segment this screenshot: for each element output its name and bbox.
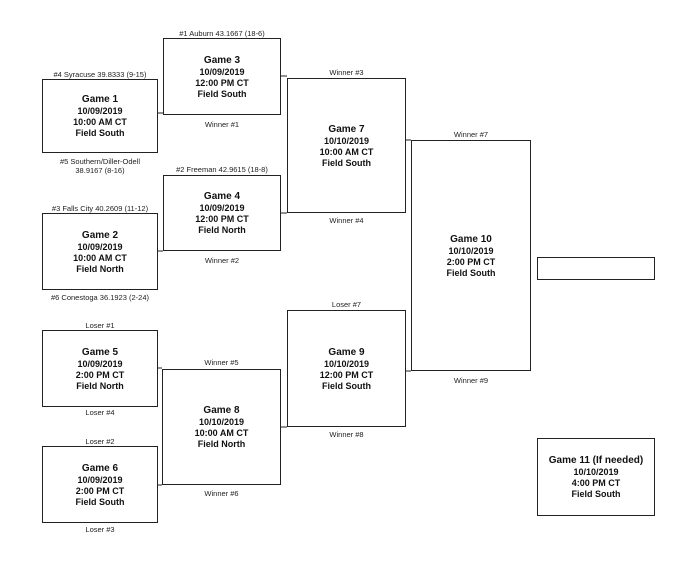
game-5-field: Field North [76, 380, 124, 391]
game-8-time: 10:00 AM CT [194, 428, 249, 438]
game-6-top-label: Loser #2 [85, 437, 115, 446]
game-4-time: 12:00 PM CT [195, 214, 249, 224]
game-9-time: 12:00 PM CT [319, 369, 374, 380]
game-2-bottom-team-label: #6 Conestoga 36.1923 (2-24) [51, 293, 149, 302]
game-9-date: 10/10/2019 [323, 358, 370, 369]
game-6-time: 2:00 PM CT [75, 485, 125, 496]
game-10-top-label: Winner #7 [453, 130, 489, 139]
game-6-bottom-label: Loser #3 [85, 525, 115, 534]
game-6-box: Game 6 10/09/2019 2:00 PM CT Field South [42, 446, 158, 523]
game-11-box: Game 11 (If needed) 10/10/2019 4:00 PM C… [537, 438, 655, 516]
game-11-field: Field South [571, 489, 621, 499]
game-3-top-team-label: #1 Auburn 43.1667 (18-6) [179, 29, 265, 38]
game-2-field: Field North [76, 263, 124, 274]
game-1-date: 10/09/2019 [77, 106, 123, 116]
game-1-field: Field South [75, 128, 125, 138]
game-7-date: 10/10/2019 [323, 135, 370, 146]
game-5-title: Game 5 [81, 346, 119, 358]
game-2-time: 10:00 AM CT [73, 252, 127, 263]
game-8-field: Field North [197, 439, 246, 449]
game-11-date: 10/10/2019 [573, 467, 619, 477]
game-1-title: Game 1 [81, 94, 119, 105]
game-10-field: Field South [446, 267, 496, 278]
game-11-title: Game 11 (If needed) [548, 455, 644, 466]
game-10-date: 10/10/2019 [448, 245, 494, 256]
game-3-time: 12:00 PM CT [195, 77, 249, 88]
game-4-title: Game 4 [203, 191, 241, 202]
game-5-date: 10/09/2019 [77, 358, 123, 369]
game-1-time: 10:00 AM CT [73, 117, 127, 127]
game-5-box: Game 5 10/09/2019 2:00 PM CT Field North [42, 330, 158, 407]
game-6-title: Game 6 [81, 462, 119, 474]
game-4-box: Game 4 10/09/2019 12:00 PM CT Field Nort… [163, 175, 281, 251]
game-7-box: Game 7 10/10/2019 10:00 AM CT Field Sout… [287, 78, 406, 213]
game-5-time: 2:00 PM CT [75, 369, 125, 380]
game-8-title: Game 8 [203, 405, 240, 416]
game-9-title: Game 9 [328, 346, 365, 358]
game-7-bottom-label: Winner #4 [329, 216, 364, 225]
game-3-title: Game 3 [203, 54, 241, 66]
game-8-top-label: Winner #5 [204, 358, 239, 367]
game-4-date: 10/09/2019 [199, 203, 245, 213]
game-3-box: Game 3 10/09/2019 12:00 PM CT Field Sout… [163, 38, 281, 115]
game-4-field: Field North [198, 225, 246, 235]
game-10-bottom-label: Winner #9 [453, 376, 489, 385]
game-9-box: Game 9 10/10/2019 12:00 PM CT Field Sout… [287, 310, 406, 427]
game-7-field: Field South [322, 157, 371, 168]
game-9-bottom-label: Winner #8 [329, 430, 364, 439]
game-3-bottom-label: Winner #1 [204, 120, 240, 129]
game-2-top-team-label: #3 Falls City 40.2609 (11-12) [51, 204, 149, 213]
game-10-title: Game 10 [450, 233, 492, 245]
game-10-box: Game 10 10/10/2019 2:00 PM CT Field Sout… [411, 140, 531, 371]
game-1-bottom-team-label-line2: 38.9167 (8-16) [75, 166, 125, 175]
game-2-box: Game 2 10/09/2019 10:00 AM CT Field Nort… [42, 213, 158, 290]
game-10-time: 2:00 PM CT [446, 256, 496, 267]
game-9-field: Field South [322, 380, 371, 391]
game-3-date: 10/09/2019 [199, 66, 245, 77]
game-5-bottom-label: Loser #4 [85, 408, 115, 417]
champion-slot [537, 257, 655, 280]
game-5-top-label: Loser #1 [85, 321, 115, 330]
game-6-field: Field South [75, 496, 125, 507]
game-11-time: 4:00 PM CT [571, 478, 621, 488]
game-6-date: 10/09/2019 [77, 474, 123, 485]
game-1-box: Game 1 10/09/2019 10:00 AM CT Field Sout… [42, 79, 158, 153]
game-4-bottom-label: Winner #2 [204, 256, 240, 265]
game-2-title: Game 2 [81, 229, 119, 241]
game-7-title: Game 7 [328, 123, 365, 135]
game-2-date: 10/09/2019 [77, 241, 123, 252]
game-1-top-team-label: #4 Syracuse 39.8333 (9-15) [53, 70, 147, 79]
game-3-field: Field South [197, 88, 247, 99]
game-8-bottom-label: Winner #6 [204, 489, 239, 498]
game-8-box: Game 8 10/10/2019 10:00 AM CT Field Nort… [162, 369, 281, 485]
game-9-top-label: Loser #7 [331, 300, 362, 309]
game-7-time: 10:00 AM CT [319, 146, 374, 157]
game-1-bottom-team-label-line1: #5 Southern/Diller-Odell [59, 157, 141, 166]
game-8-date: 10/10/2019 [198, 417, 245, 427]
game-7-top-label: Winner #3 [329, 68, 364, 77]
game-4-top-team-label: #2 Freeman 42.9615 (18-8) [176, 165, 268, 174]
